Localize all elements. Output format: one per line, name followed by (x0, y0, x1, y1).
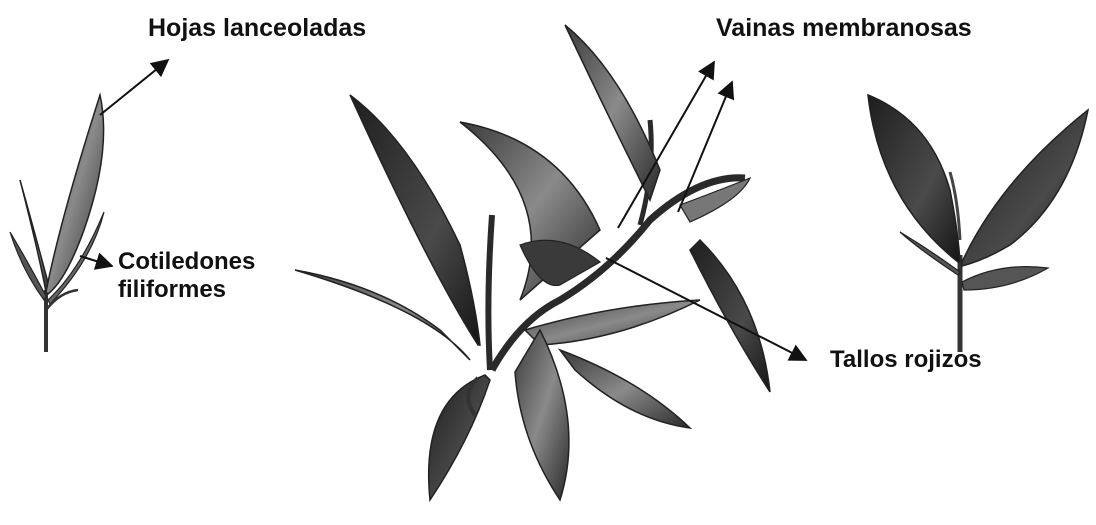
label-cotiledones-filiformes: Cotiledones filiformes (118, 248, 255, 303)
label-vainas-membranosas: Vainas membranosas (716, 14, 972, 43)
label-cotiledones-line2: filiformes (118, 276, 255, 304)
arrow-cotiledones (80, 256, 112, 266)
arrow-hojas (100, 60, 168, 115)
left-seedling (10, 95, 104, 352)
central-plant (295, 25, 770, 500)
label-hojas-lanceoladas: Hojas lanceoladas (148, 14, 366, 43)
label-tallos-rojizos: Tallos rojizos (830, 346, 982, 374)
label-cotiledones-line1: Cotiledones (118, 248, 255, 276)
right-seedling (868, 95, 1088, 352)
